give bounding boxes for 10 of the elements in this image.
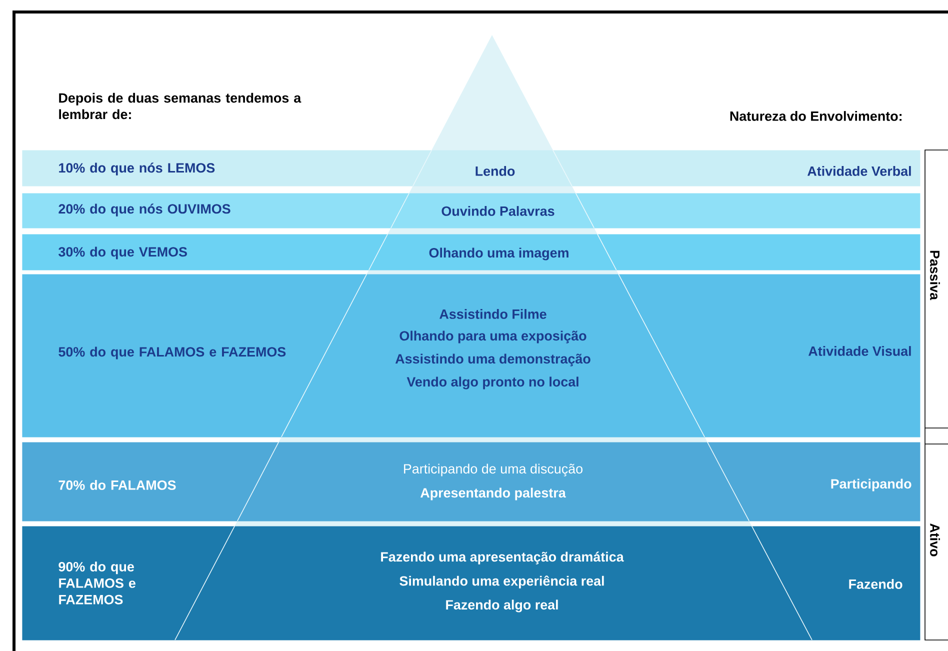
pyramid-band: 20% do que nós OUVIMOS Ouvindo Palavras xyxy=(22,192,920,228)
pyramid-band: 30% do que VEMOS Olhando uma imagem xyxy=(22,234,920,270)
pyramid-band: 90% do que FALAMOS e FAZEMOS Fazendo uma apresentação dramática Simulando uma experiência real Fazendo algo real Fazendo xyxy=(22,526,920,640)
pyramid-band: 10% do que nós LEMOS Lendo Atividade Verbal xyxy=(22,150,920,186)
pyramid-band: 50% do que FALAMOS e FAZEMOS Assistindo Filme Olhando para uma exposição Assistindo uma demonstração Vendo algo pronto no local Atividade Visual xyxy=(22,274,920,438)
side-label: Passiva xyxy=(930,250,940,300)
side-label: Ativo xyxy=(930,524,940,556)
heading-text: Natureza do Envolvimento: xyxy=(730,111,902,121)
pyramid-band: 70% do FALAMOS Participando de uma discução Apresentando palestra Participando xyxy=(22,442,920,522)
heading-text: Depois de duas semanas tendemos a lembrar de: xyxy=(59,92,302,120)
